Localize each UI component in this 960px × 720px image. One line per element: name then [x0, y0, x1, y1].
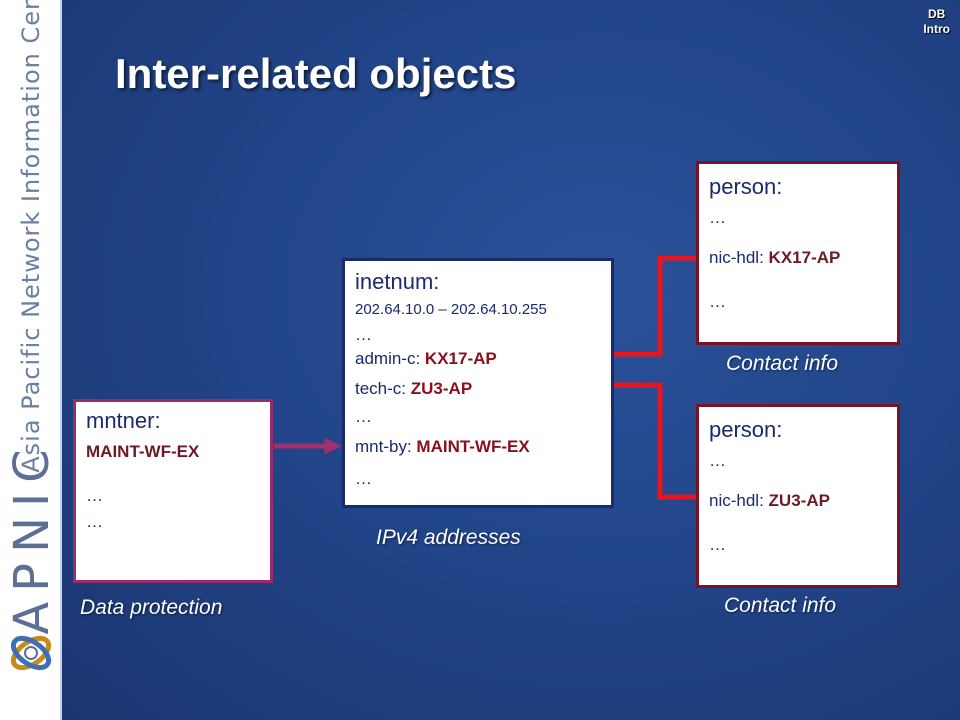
mntner-caption: Data protection: [80, 596, 223, 619]
inetnum-ellipsis-3: …: [355, 469, 372, 488]
tech-c-value: ZU3-AP: [410, 379, 473, 398]
person2-ellipsis-2: …: [709, 535, 726, 554]
person1-nic-hdl-label: nic-hdl:: [709, 248, 764, 267]
admin-c-row: admin-c: KX17-AP: [355, 349, 497, 369]
person-object-box-1: person: … nic-hdl: KX17-AP …: [696, 161, 900, 345]
person1-heading: person:: [709, 174, 783, 199]
person1-ellipsis-2: …: [709, 292, 726, 311]
mnt-by-label: mnt-by:: [355, 437, 412, 456]
section-tag: DB Intro: [923, 7, 950, 37]
inetnum-range: 202.64.10.0 – 202.64.10.255: [355, 301, 547, 318]
inetnum-heading: inetnum:: [355, 269, 440, 294]
person1-caption: Contact info: [726, 352, 839, 375]
section-tag-line2: Intro: [923, 22, 950, 36]
mntner-heading: mntner:: [86, 408, 161, 433]
mntner-ellipsis-1: …: [86, 486, 103, 505]
inetnum-caption: IPv4 addresses: [376, 526, 521, 549]
inetnum-ellipsis-1: …: [355, 325, 372, 344]
arrow-person2-to-tech-c: [588, 376, 700, 500]
inetnum-ellipsis-2: …: [355, 407, 372, 426]
mntner-ellipsis-2: …: [86, 512, 103, 531]
person1-nic-hdl-row: nic-hdl: KX17-AP: [709, 248, 840, 268]
admin-c-label: admin-c:: [355, 349, 421, 368]
tech-c-row: tech-c: ZU3-AP: [355, 379, 472, 399]
person2-nic-hdl-row: nic-hdl: ZU3-AP: [709, 491, 830, 511]
mnt-by-row: mnt-by: MAINT-WF-EX: [355, 437, 530, 457]
person1-nic-hdl-value: KX17-AP: [768, 248, 841, 267]
mntner-value: MAINT-WF-EX: [86, 442, 200, 461]
person2-nic-hdl-value: ZU3-AP: [768, 491, 830, 510]
sidebar: Asia Pacific Network Information Centre …: [0, 0, 62, 720]
person2-heading: person:: [709, 417, 783, 442]
mntner-object-box: mntner: MAINT-WF-EX … …: [73, 399, 273, 583]
person2-caption: Contact info: [724, 594, 837, 617]
person2-nic-hdl-label: nic-hdl:: [709, 491, 764, 510]
person2-ellipsis-1: …: [709, 451, 726, 470]
apnic-swirl-logo-icon: [10, 635, 52, 671]
mnt-by-value: MAINT-WF-EX: [416, 437, 530, 456]
person1-ellipsis-1: …: [709, 208, 726, 227]
tech-c-label: tech-c:: [355, 379, 407, 398]
section-tag-line1: DB: [927, 7, 946, 21]
page-title: Inter-related objects: [115, 50, 517, 97]
person-object-box-2: person: … nic-hdl: ZU3-AP …: [696, 404, 900, 588]
arrow-person1-to-admin-c: [588, 255, 700, 363]
inetnum-object-box: inetnum: 202.64.10.0 – 202.64.10.255 … a…: [342, 258, 614, 508]
admin-c-value: KX17-AP: [424, 349, 497, 368]
